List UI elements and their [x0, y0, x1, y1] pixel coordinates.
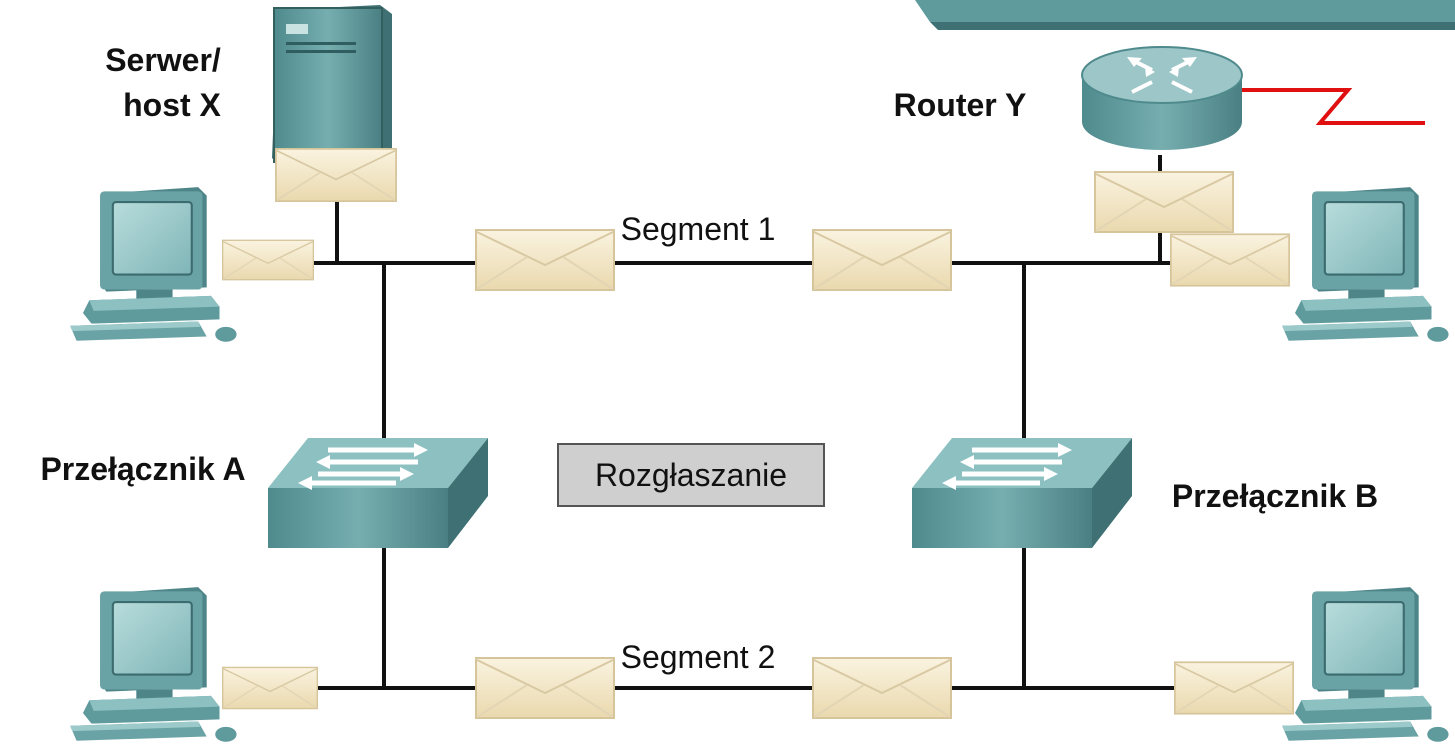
segment-1-label: Segment 1 [621, 211, 776, 247]
router-icon [1081, 46, 1243, 150]
segment-2-label: Segment 2 [621, 639, 776, 675]
server-envelope-icon [274, 148, 398, 202]
workstation-icon [69, 586, 238, 743]
broadcast-label: Rozgłaszanie [595, 457, 787, 493]
switch-b-icon [912, 438, 1132, 548]
envelope-icon [475, 228, 615, 292]
workstation-icon [1281, 586, 1450, 743]
switch-b-label: Przełącznik B [1172, 478, 1378, 514]
envelope-icon [1174, 661, 1294, 715]
switch-a-label: Przełącznik A [40, 451, 245, 487]
envelope-icon [475, 656, 615, 720]
envelope-icon [812, 228, 952, 292]
workstation-icon [1281, 186, 1450, 343]
envelope-icon [222, 239, 314, 281]
router-label: Router Y [894, 87, 1027, 123]
broadcast-box [557, 443, 825, 507]
router-envelope-icon [1094, 170, 1234, 234]
server-label-line-1: Serwer/ [105, 42, 221, 78]
wan-link [1240, 88, 1425, 125]
envelope-icon [812, 656, 952, 720]
switch-a-icon [268, 438, 488, 548]
server-tower-icon [272, 5, 392, 166]
server-label-line-2: host X [123, 87, 221, 123]
envelope-icon [1170, 233, 1290, 287]
top-device-fragment [915, 0, 1455, 30]
envelope-icon [222, 666, 318, 710]
workstation-icon [69, 186, 238, 343]
